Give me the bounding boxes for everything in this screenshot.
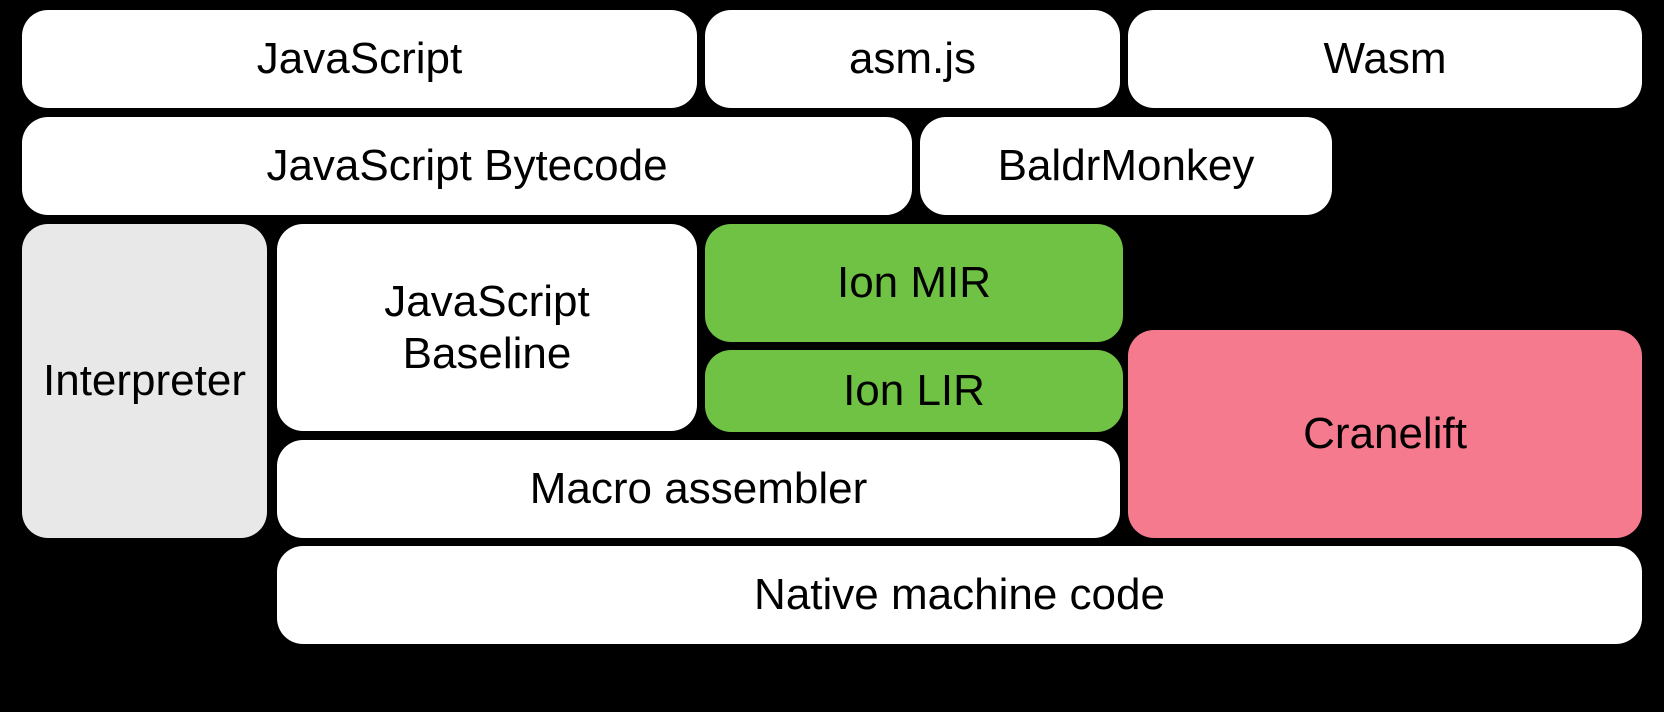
- node-javascript-bytecode: JavaScript Bytecode: [22, 117, 912, 215]
- node-ion-lir: Ion LIR: [705, 350, 1123, 432]
- node-wasm: Wasm: [1128, 10, 1642, 108]
- node-asm-js: asm.js: [705, 10, 1120, 108]
- node-baldrmonkey: BaldrMonkey: [920, 117, 1332, 215]
- node-ion-mir: Ion MIR: [705, 224, 1123, 342]
- node-cranelift: Cranelift: [1128, 330, 1642, 538]
- node-interpreter: Interpreter: [22, 224, 267, 538]
- node-macro-assembler: Macro assembler: [277, 440, 1120, 538]
- node-javascript-baseline: JavaScript Baseline: [277, 224, 697, 431]
- node-javascript: JavaScript: [22, 10, 697, 108]
- node-native-machine-code: Native machine code: [277, 546, 1642, 644]
